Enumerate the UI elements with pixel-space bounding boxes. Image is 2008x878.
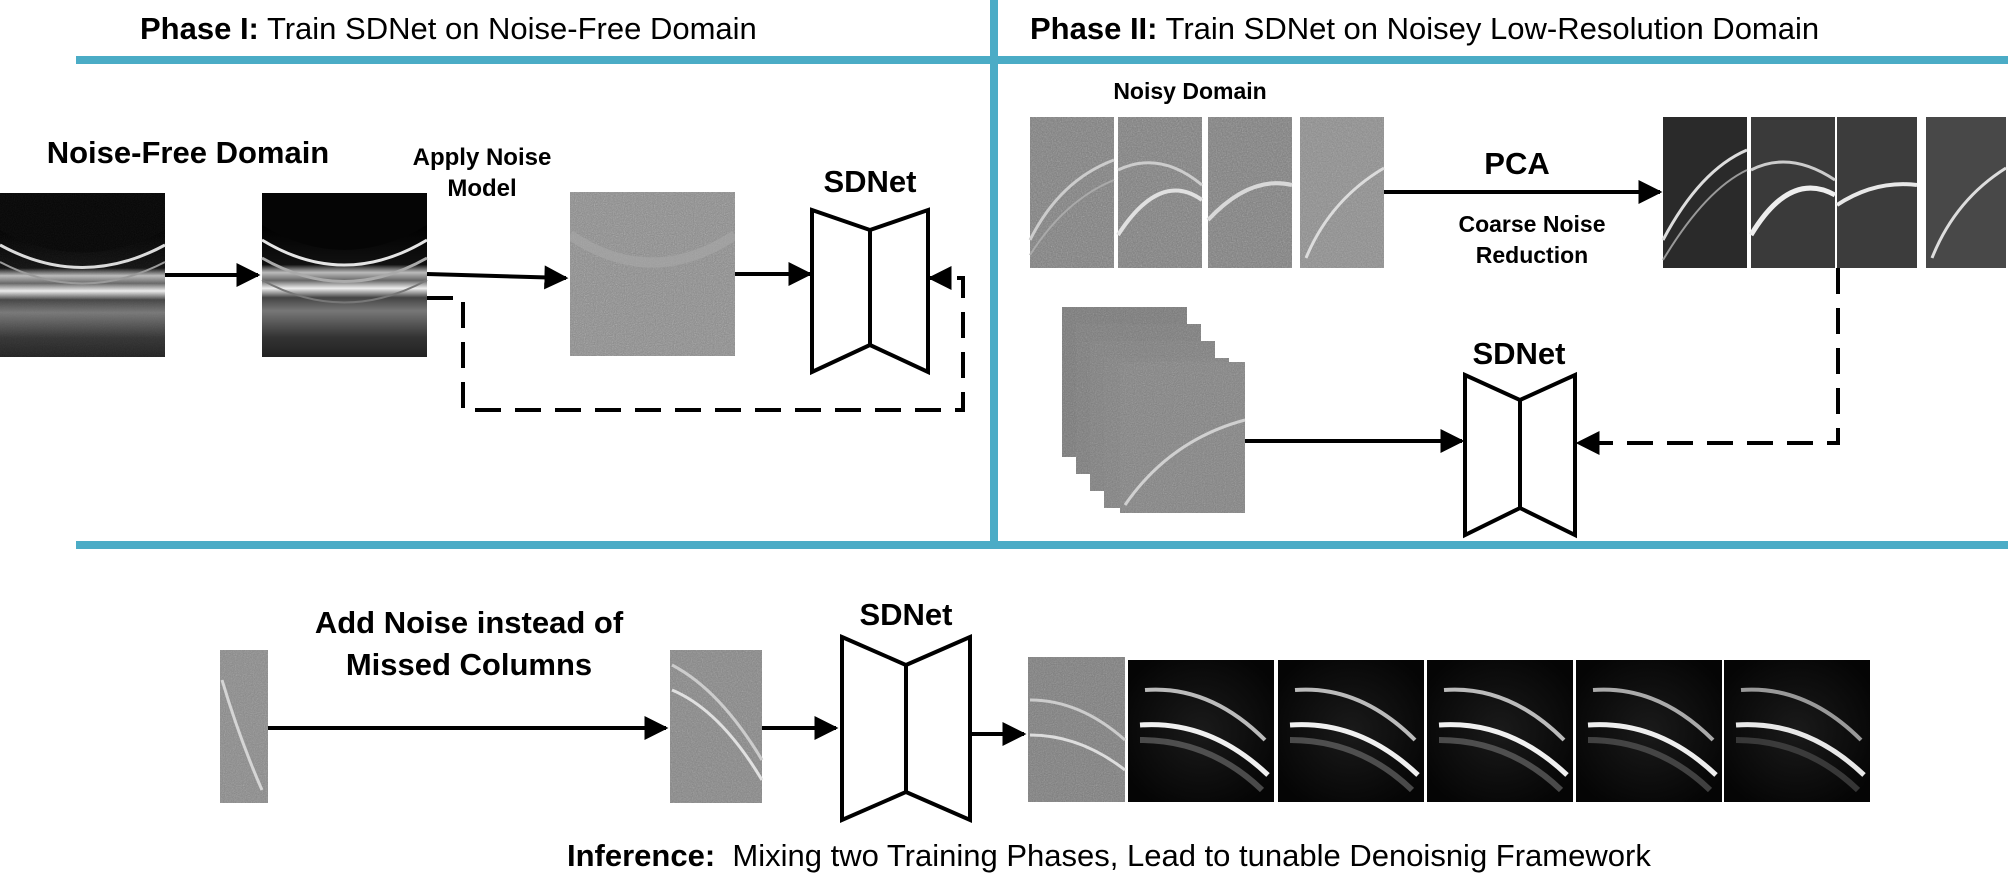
pca-image-3 (1835, 117, 1918, 268)
add-noise-label-line1: Add Noise instead of (315, 605, 624, 640)
output-image-noisy (1028, 657, 1126, 802)
sdnet-shape-phase2 (1463, 371, 1577, 539)
stacked-noisy-images (1062, 307, 1246, 513)
apply-noise-label-line1: Apply Noise (413, 144, 552, 171)
output-image-1 (1128, 660, 1274, 802)
oct-image-noisy-synthetic (570, 192, 735, 356)
pca-image-1 (1661, 117, 1748, 268)
oct-image-noise-free-1 (0, 193, 166, 357)
phase2-title-bold: Phase II: (1030, 11, 1158, 46)
arrow-p1-2 (426, 265, 569, 290)
output-image-5 (1724, 660, 1870, 802)
output-image-2 (1278, 660, 1424, 802)
inference-section: Add Noise instead of Missed Columns SDNe… (220, 597, 1870, 873)
coarse-noise-label-line2: Reduction (1476, 242, 1588, 268)
noisy-image-1 (1028, 117, 1115, 268)
sdnet-shape-inference (840, 633, 972, 824)
sdnet-label-phase2: SDNet (1472, 336, 1565, 371)
apply-noise-label-line2: Model (447, 175, 516, 202)
pca-label: PCA (1484, 146, 1549, 181)
phase1-title-bold: Phase I: (140, 11, 259, 46)
phase2-section: Phase II: Train SDNet on Noisey Low-Reso… (1028, 11, 2007, 539)
inference-caption-bold: Inference: (567, 838, 715, 873)
inference-output-images (1028, 657, 1870, 802)
noisy-image-4 (1300, 117, 1385, 268)
phase2-title-rest: Train SDNet on Noisey Low-Resolution Dom… (1158, 11, 1820, 46)
feedback-loop-phase1 (427, 266, 965, 412)
pca-image-2 (1748, 117, 1837, 268)
noisy-domain-images (1028, 117, 1385, 268)
phase1-title-rest: Train SDNet on Noise-Free Domain (259, 11, 757, 46)
sdnet-label-inference: SDNet (859, 597, 952, 632)
phase1-title: Phase I: Train SDNet on Noise-Free Domai… (140, 11, 757, 46)
phase2-title: Phase II: Train SDNet on Noisey Low-Reso… (1030, 11, 1819, 46)
inference-noised-image (670, 650, 764, 803)
output-image-4 (1576, 660, 1722, 802)
noisy-domain-label: Noisy Domain (1113, 78, 1266, 104)
phase1-section: Phase I: Train SDNet on Noise-Free Domai… (0, 11, 965, 412)
divider-lines (76, 0, 2008, 549)
output-image-3 (1427, 660, 1573, 802)
sdnet-label-phase1: SDNet (823, 164, 916, 199)
feedback-loop-phase2 (1575, 268, 1840, 455)
sdnet-shape-phase1 (810, 207, 930, 376)
inference-input-image (220, 650, 268, 803)
add-noise-label-line2: Missed Columns (346, 647, 592, 682)
noisy-image-3 (1206, 117, 1293, 268)
pca-output-images (1661, 117, 2007, 268)
oct-image-noise-free-2 (261, 193, 428, 357)
noise-free-domain-label: Noise-Free Domain (47, 135, 330, 170)
pca-image-4 (1926, 117, 2007, 268)
inference-caption: Inference: Mixing two Training Phases, L… (567, 838, 1651, 873)
inference-caption-rest: Mixing two Training Phases, Lead to tuna… (715, 838, 1651, 873)
noisy-image-2 (1116, 117, 1204, 268)
coarse-noise-label-line1: Coarse Noise (1458, 211, 1605, 237)
